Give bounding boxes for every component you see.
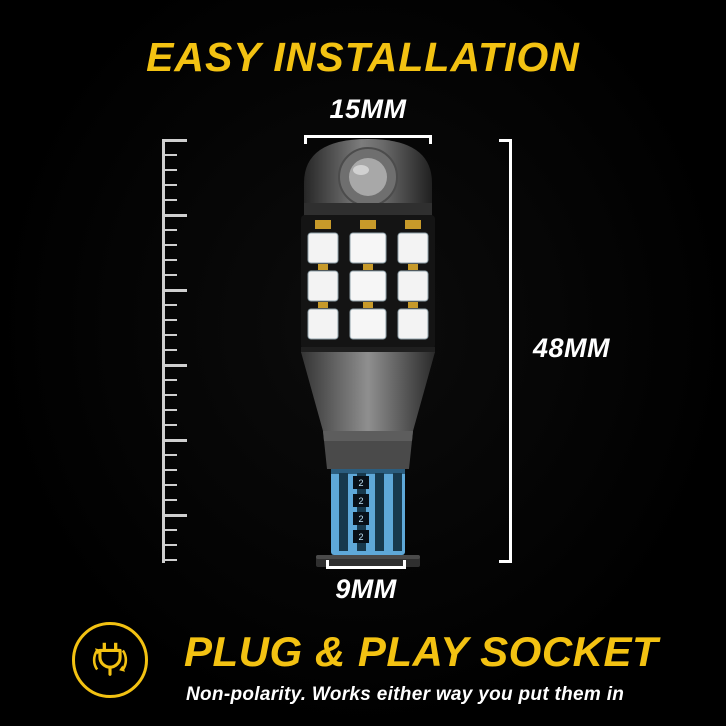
base-component-marking: 2 <box>358 514 363 524</box>
bulb-base-plate <box>316 555 420 567</box>
bulb-dome <box>304 139 432 217</box>
top-width-label: 15MM <box>329 94 407 124</box>
base-component-marking: 2 <box>358 532 363 542</box>
footer-subtitle: Non-polarity. Works either way you put t… <box>186 684 625 705</box>
plug-play-icon <box>72 622 148 698</box>
footer-title: PLUG & PLAY SOCKET <box>184 628 659 675</box>
ruler-major-ticks <box>165 139 187 563</box>
bulb-led-array <box>301 215 435 349</box>
bulb-base: 2 2 2 2 <box>331 469 405 555</box>
base-width-bracket <box>326 560 406 569</box>
base-component-marking: 2 <box>358 478 363 488</box>
height-measure-line <box>499 139 512 563</box>
bulb-taper <box>301 347 435 431</box>
height-label: 48MM <box>533 333 611 363</box>
led-bulb-illustration: 2 2 2 2 <box>301 139 435 567</box>
ruler <box>162 139 188 563</box>
plug-icon <box>92 642 128 676</box>
page-title: EASY INSTALLATION <box>146 34 580 80</box>
base-component-marking: 2 <box>358 496 363 506</box>
bulb-socket <box>323 431 413 469</box>
top-width-bracket <box>304 135 432 144</box>
base-width-label: 9MM <box>335 574 397 604</box>
ruler-line <box>162 139 165 563</box>
